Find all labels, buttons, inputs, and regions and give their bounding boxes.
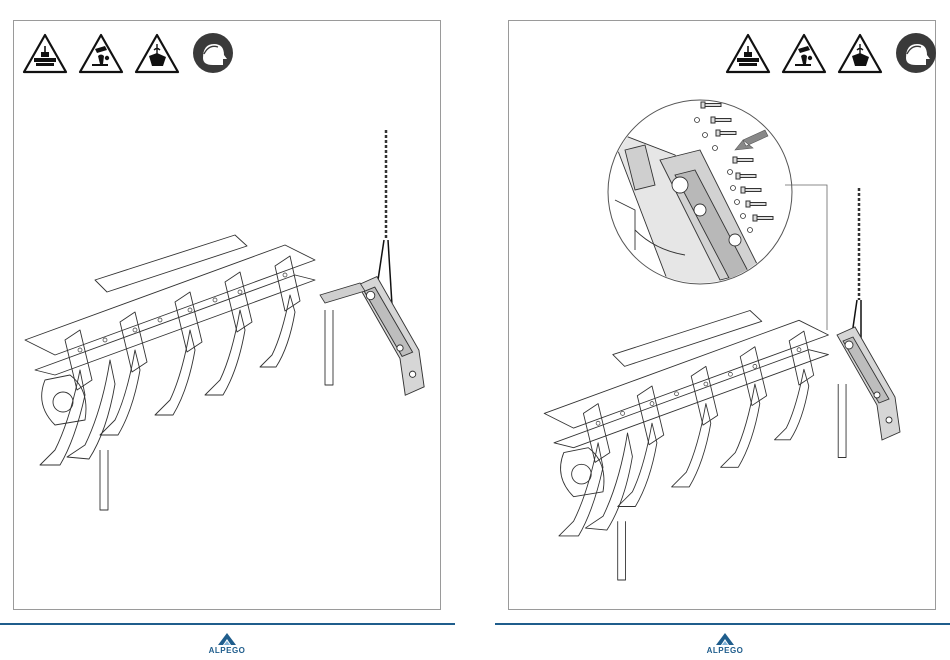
footer-rule (0, 623, 455, 625)
footer-rule (495, 623, 950, 625)
detail-inset (608, 100, 792, 300)
manual-page-right: ALPEGO (475, 0, 950, 660)
brand-logo: ALPEGO (700, 632, 750, 658)
manual-page-left: ALPEGO (0, 0, 475, 660)
logo-text: ALPEGO (202, 646, 252, 655)
alpego-logo-icon (216, 632, 238, 646)
assembly-illustration (475, 0, 950, 620)
assembly-illustration (0, 0, 475, 620)
logo-text: ALPEGO (700, 646, 750, 655)
alpego-logo-icon (714, 632, 736, 646)
brand-logo: ALPEGO (202, 632, 252, 658)
